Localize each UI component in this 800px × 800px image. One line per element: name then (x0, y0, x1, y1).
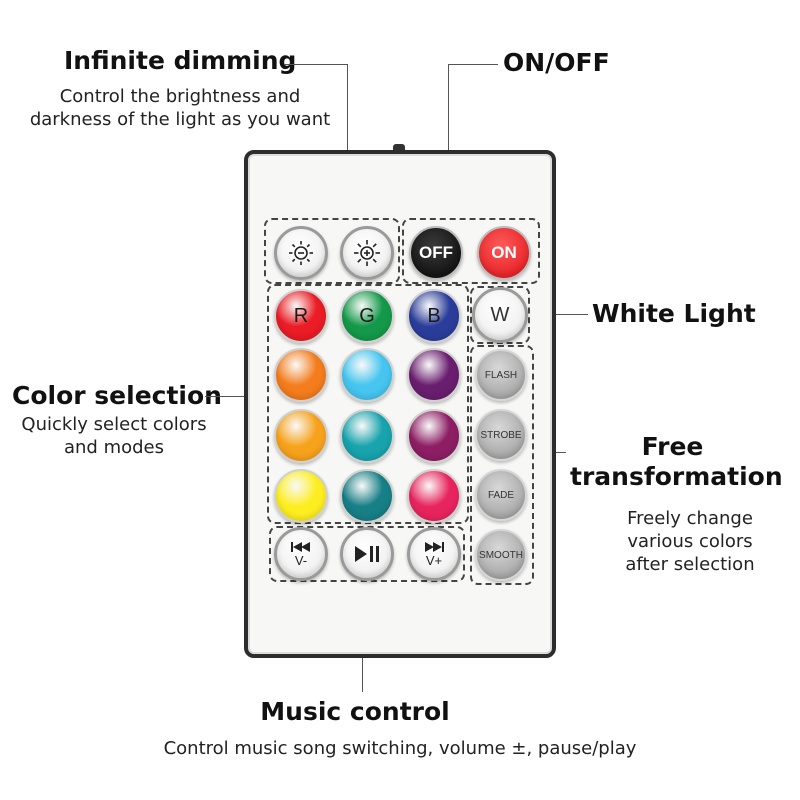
off-label: OFF (419, 243, 453, 262)
brightness-up-button[interactable] (340, 226, 394, 280)
next-volume-up-button[interactable]: V+ (407, 527, 461, 581)
music-control-title: Music control (260, 697, 450, 726)
music-control-description: Control music song switching, volume ±, … (163, 738, 637, 759)
free-desc-line-1: Freely change (627, 508, 753, 529)
color-button-r3-c3[interactable] (407, 409, 461, 463)
color-button-r1-c2[interactable]: G (340, 289, 394, 343)
free-transformation-description: Freely change various colors after selec… (605, 507, 775, 576)
color-button-r4-c1[interactable] (274, 469, 328, 523)
mode-label-2: FADE (487, 489, 515, 501)
sun-dim-icon (289, 241, 313, 265)
color-button-r2-c2[interactable] (340, 348, 394, 402)
dimming-desc-line-1: Control the brightness and (59, 86, 301, 107)
mode-button-2[interactable]: FADE (475, 469, 527, 521)
color-desc-line-2: and modes (63, 437, 164, 458)
color-button-r4-c2[interactable] (340, 469, 394, 523)
off-button[interactable]: OFF (409, 226, 463, 280)
dimming-desc-line-2: darkness of the light as you want (29, 109, 331, 130)
color-label-0: R (293, 304, 309, 327)
color-button-r2-c3[interactable] (407, 348, 461, 402)
onoff-leader-h (448, 64, 498, 65)
color-leader (205, 396, 271, 397)
mode-button-3[interactable]: SMOOTH (475, 529, 527, 581)
mode-button-0[interactable]: FLASH (475, 349, 527, 401)
color-selection-description: Quickly select colors and modes (0, 413, 228, 459)
on-button[interactable]: ON (477, 226, 531, 280)
white-label: W (490, 303, 510, 326)
remote-nub (393, 144, 405, 152)
mode-button-1[interactable]: STROBE (475, 409, 527, 461)
prev-track-icon (291, 541, 310, 552)
free-title-line-1: Free (641, 432, 704, 461)
white-light-title: White Light (592, 299, 756, 328)
modes-group-frame (470, 345, 534, 585)
onoff-title: ON/OFF (503, 48, 610, 77)
prev-volume-down-button[interactable]: V- (274, 527, 328, 581)
color-button-r1-c3[interactable]: B (407, 289, 461, 343)
color-selection-title: Color selection (12, 381, 222, 410)
dimming-description: Control the brightness and darkness of t… (10, 85, 350, 131)
brightness-down-button[interactable] (274, 226, 328, 280)
free-desc-line-3: after selection (625, 554, 755, 575)
dimming-leader-h (284, 64, 347, 65)
play-pause-icon (355, 546, 379, 562)
dimming-group-frame (264, 218, 400, 284)
next-track-icon (425, 541, 444, 552)
volume-down-label: V- (294, 552, 308, 568)
mode-label-1: STROBE (480, 429, 522, 441)
volume-up-label: V+ (425, 552, 443, 568)
color-desc-line-1: Quickly select colors (21, 414, 207, 435)
free-transformation-title: Free transformation (570, 432, 783, 492)
free-desc-line-2: various colors (627, 531, 753, 552)
color-button-r1-c1[interactable]: R (274, 289, 328, 343)
white-button[interactable]: W (472, 287, 528, 343)
mode-label-0: FLASH (484, 369, 518, 381)
color-button-r3-c2[interactable] (340, 409, 394, 463)
white-leader (530, 314, 588, 315)
mode-label-3: SMOOTH (479, 549, 523, 561)
color-label-2: B (427, 304, 441, 327)
on-label: ON (491, 243, 517, 262)
play-pause-button[interactable] (340, 527, 394, 581)
color-button-r2-c1[interactable] (274, 348, 328, 402)
dimming-leader-v (347, 64, 348, 219)
dimming-title: Infinite dimming (64, 46, 297, 75)
free-title-line-2: transformation (570, 462, 783, 491)
onoff-group-frame (402, 218, 540, 284)
color-button-r4-c3[interactable] (407, 469, 461, 523)
color-label-1: G (359, 304, 375, 327)
color-button-r3-c1[interactable] (274, 409, 328, 463)
color-group-frame (267, 284, 469, 524)
onoff-leader-v (448, 64, 449, 219)
sun-bright-icon (354, 240, 380, 266)
